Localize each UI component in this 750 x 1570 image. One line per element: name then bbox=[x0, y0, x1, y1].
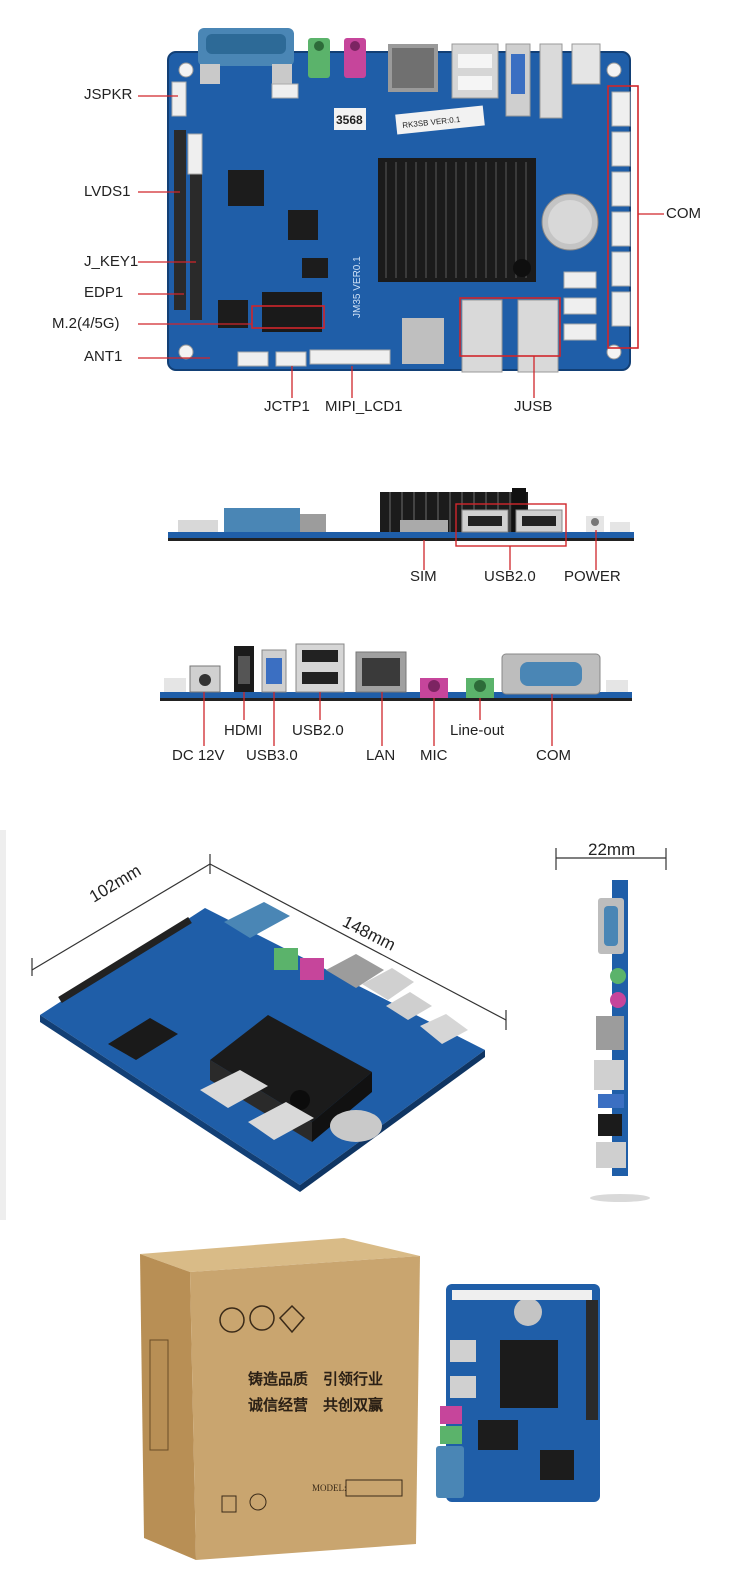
label-power: POWER bbox=[564, 568, 621, 585]
package-slogan-line1: 铸造品质 引领行业 bbox=[248, 1370, 384, 1388]
label-usb20-io: USB2.0 bbox=[292, 722, 344, 739]
label-hdmi: HDMI bbox=[224, 722, 263, 739]
label-dc12v: DC 12V bbox=[172, 747, 225, 764]
label-edp1: EDP1 bbox=[84, 284, 124, 301]
label-ant1: ANT1 bbox=[84, 348, 123, 365]
label-com-top: COM bbox=[666, 205, 701, 222]
board-perspective-image bbox=[0, 830, 667, 1220]
label-mipi-lcd1: MIPI_LCD1 bbox=[325, 398, 403, 415]
package-model-label: MODEL: bbox=[312, 1483, 347, 1493]
package-section: 铸造品质 引领行业 诚信经营 共创双赢 MODEL: bbox=[0, 1220, 750, 1570]
label-usb30: USB3.0 bbox=[246, 747, 298, 764]
board-io-view-image bbox=[160, 643, 632, 746]
label-22mm: 22mm bbox=[588, 840, 636, 859]
chip-mark-text: 3568 bbox=[336, 113, 363, 127]
label-mic: MIC bbox=[420, 747, 448, 764]
label-m2: M.2(4/5G) bbox=[52, 315, 120, 332]
label-usb20-side: USB2.0 bbox=[484, 568, 536, 585]
package-slogan-line2: 诚信经营 共创双赢 bbox=[248, 1396, 384, 1414]
label-lvds1: LVDS1 bbox=[84, 183, 131, 200]
label-line-out: Line-out bbox=[450, 722, 505, 739]
label-com-io: COM bbox=[536, 747, 571, 764]
side-usb-section: SIM USB2.0 POWER bbox=[0, 470, 750, 600]
label-sim: SIM bbox=[410, 568, 437, 585]
label-jusb: JUSB bbox=[514, 398, 553, 415]
board-side-view-image bbox=[168, 488, 634, 570]
label-jspkr: JSPKR bbox=[84, 86, 133, 103]
dimension-section: 102mm 148mm 22mm bbox=[0, 830, 750, 1220]
label-j-key1: J_KEY1 bbox=[84, 253, 139, 270]
silk-text: JM35 VER0.1 bbox=[352, 256, 363, 318]
package-box-image bbox=[140, 1238, 600, 1560]
io-view-section: HDMI USB2.0 Line-out DC 12V USB3.0 LAN M… bbox=[0, 630, 750, 780]
board-top-view-image: RK3SB VER:0.1 3568 JM35 VER0.1 bbox=[138, 28, 664, 398]
label-lan: LAN bbox=[366, 747, 396, 764]
label-jctp1: JCTP1 bbox=[264, 398, 310, 415]
top-view-section: RK3SB VER:0.1 3568 JM35 VER0.1 bbox=[0, 0, 750, 440]
